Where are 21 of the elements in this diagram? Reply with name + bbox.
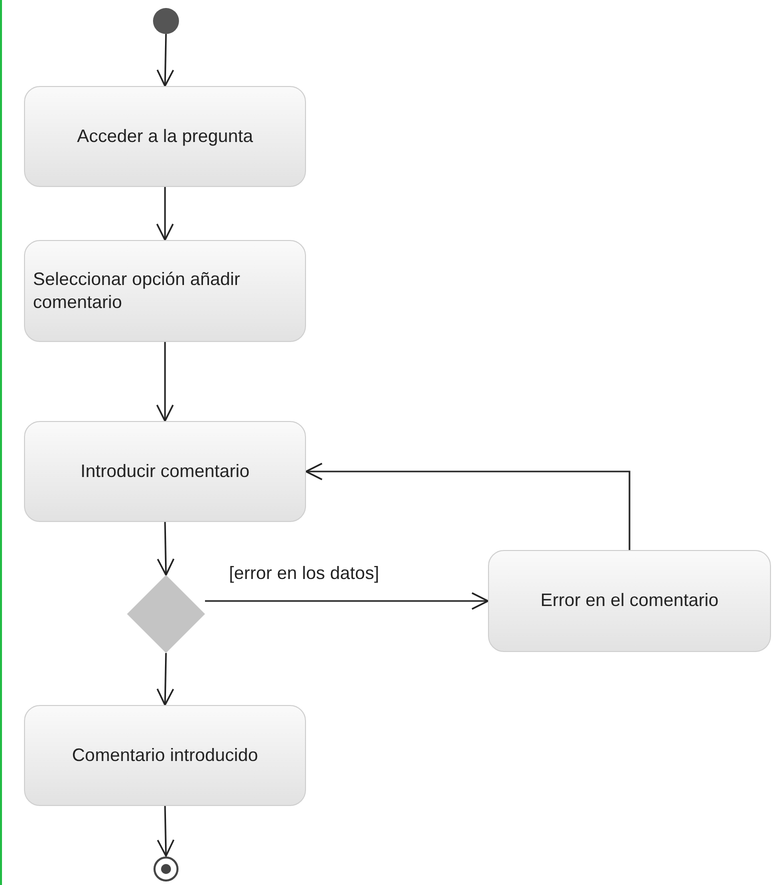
flow-arrow — [156, 34, 174, 87]
action-label: Introducir comentario — [79, 460, 251, 483]
action-box — [24, 421, 306, 522]
initial-node — [153, 8, 179, 34]
action-label: Seleccionar opción añadir comentario — [33, 268, 242, 314]
action-box — [24, 705, 306, 806]
action-label: Error en el comentario — [539, 589, 720, 612]
final-node — [153, 856, 179, 882]
flow-arrow — [156, 522, 174, 576]
flow-arrow — [305, 462, 630, 550]
action-box — [24, 240, 306, 342]
action-box — [24, 86, 306, 187]
decision-diamond — [127, 575, 205, 653]
flow-arrow — [156, 806, 174, 857]
action-label: Acceder a la pregunta — [76, 124, 254, 148]
action-label: Comentario introducido — [70, 744, 260, 767]
flow-arrow — [156, 652, 174, 706]
action-box — [488, 550, 771, 652]
flow-arrow — [156, 342, 174, 422]
flow-arrow — [156, 187, 174, 241]
flow-arrow — [205, 592, 489, 610]
